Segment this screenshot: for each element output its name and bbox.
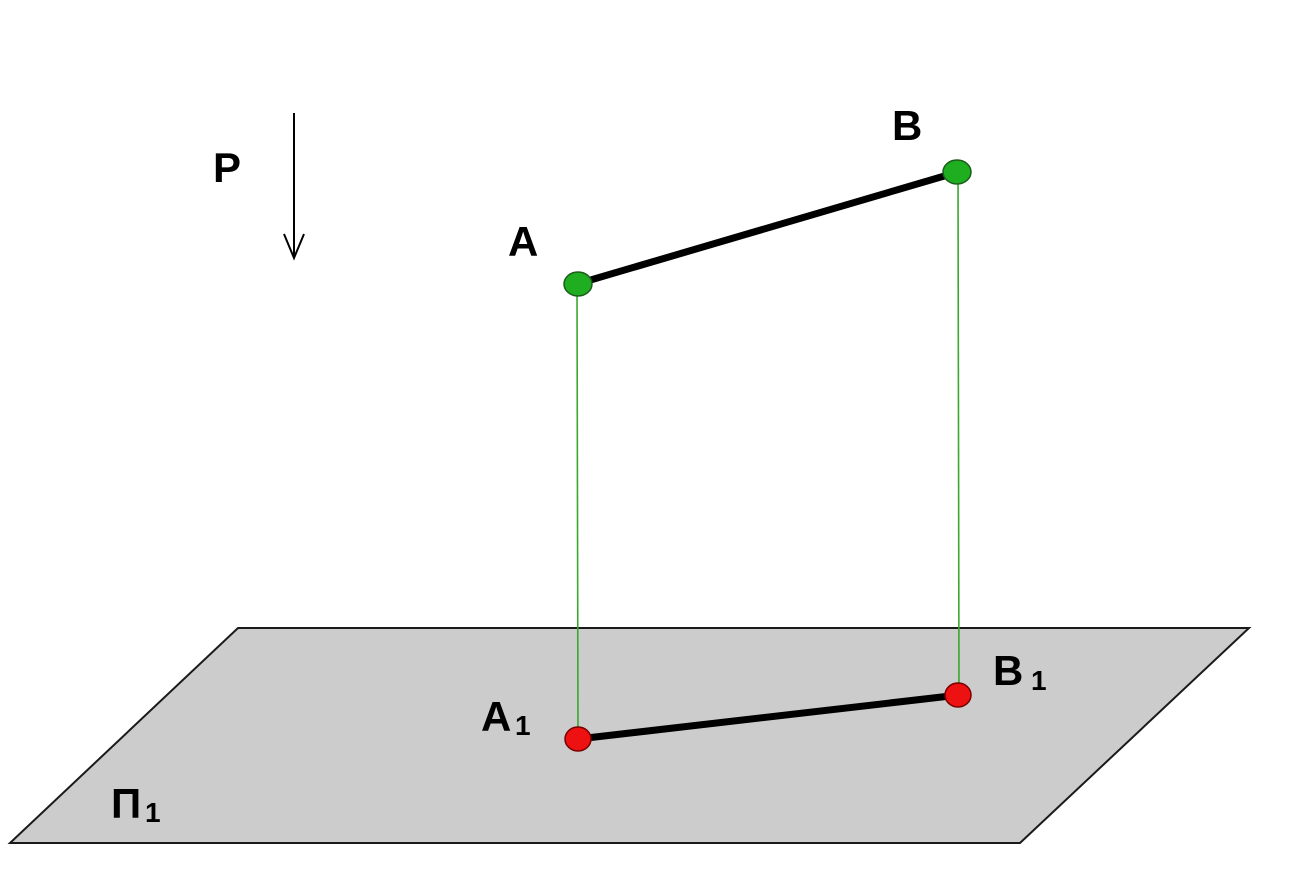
label-point-a1: A 1 [481,693,531,741]
projector-line-b [957,171,960,696]
label-point-a: A [508,218,538,265]
label-plane-p1-main: П [111,780,141,827]
point-a1 [564,726,592,752]
label-point-b1-sub: 1 [1031,665,1047,696]
segment-ab [573,168,962,288]
label-point-b: B [892,102,922,149]
label-point-a1-main: A [481,693,511,740]
segment-a1b1 [574,691,963,743]
point-b1 [944,682,972,708]
label-point-b1-main: B [993,647,1023,694]
label-direction-p: P [213,144,241,191]
projector-line-a [576,283,579,740]
label-point-b1: B 1 [993,647,1047,696]
point-b [942,159,972,185]
label-plane-p1-sub: 1 [145,797,161,828]
label-plane-p1: П 1 [111,780,161,828]
label-point-a1-sub: 1 [515,710,531,741]
arrow-down-icon [283,113,305,261]
point-a [563,271,593,297]
